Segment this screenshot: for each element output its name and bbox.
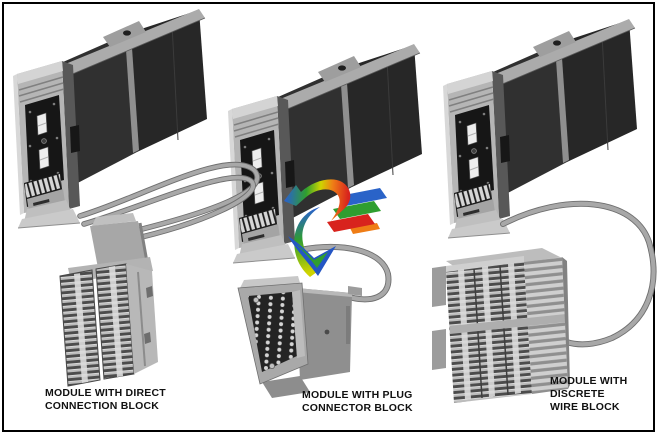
logo-flag-green bbox=[333, 201, 381, 219]
plug-connector-block bbox=[237, 276, 362, 398]
caption-line: CONNECTION BLOCK bbox=[45, 400, 160, 412]
logo-ribbon-tail bbox=[294, 207, 321, 277]
cable-direct bbox=[77, 161, 260, 245]
caption-line: MODULE WITH DIRECT bbox=[45, 387, 166, 399]
discrete-wire-block bbox=[432, 248, 570, 403]
module-photo-direct bbox=[12, 8, 208, 229]
caption-line: DISCRETE bbox=[550, 388, 605, 400]
caption-module-discrete: MODULE WITH DISCRETE WIRE BLOCK bbox=[550, 375, 627, 414]
logo-flag-blue bbox=[339, 188, 387, 206]
cable-plug bbox=[297, 244, 392, 303]
caption-module-direct: MODULE WITH DIRECT CONNECTION BLOCK bbox=[45, 387, 166, 413]
caption-line: CONNECTOR BLOCK bbox=[302, 402, 413, 414]
logo-wing-blue bbox=[288, 236, 336, 276]
logo-ribbon-top bbox=[284, 179, 351, 221]
cable-discrete bbox=[500, 200, 657, 348]
caption-line: MODULE WITH bbox=[550, 375, 628, 387]
caption-line: WIRE BLOCK bbox=[550, 401, 620, 413]
direct-connection-block bbox=[59, 213, 158, 387]
logo-wing-green bbox=[296, 244, 328, 268]
brand-logo bbox=[284, 179, 387, 277]
logo-flag-orange bbox=[350, 223, 380, 234]
caption-line: MODULE WITH PLUG bbox=[302, 389, 413, 401]
module-photo-plug bbox=[227, 43, 423, 264]
caption-module-plug: MODULE WITH PLUG CONNECTOR BLOCK bbox=[302, 389, 413, 415]
logo-flag-red bbox=[327, 214, 375, 232]
